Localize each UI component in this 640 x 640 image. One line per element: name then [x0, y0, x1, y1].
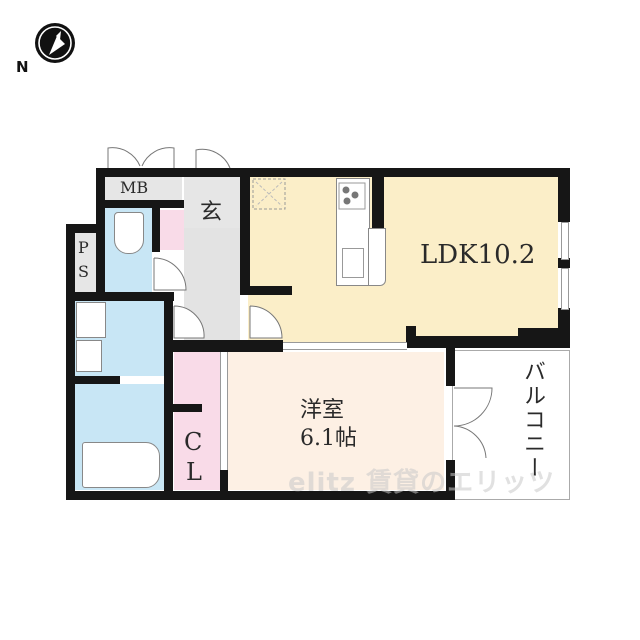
toilet-door-swing[interactable] — [152, 256, 188, 291]
wall — [66, 491, 454, 500]
ps-label-s: S — [78, 262, 89, 281]
closet-label-l: L — [186, 458, 202, 486]
kitchen-counter-side — [368, 228, 386, 286]
wall — [518, 328, 568, 336]
closet-sliding-door[interactable] — [220, 352, 228, 470]
compass-north-arrow-icon — [35, 23, 75, 63]
wall — [172, 404, 202, 412]
wall — [240, 286, 292, 295]
toilet-fixture — [114, 212, 144, 254]
closet-label-c: C — [184, 428, 203, 456]
genkan-entrance — [184, 176, 240, 228]
ldk-room — [248, 176, 558, 344]
wall — [66, 224, 75, 500]
balcony — [452, 350, 570, 500]
stove-icon — [338, 182, 366, 210]
mb-closet — [104, 176, 182, 200]
ldk-window-1 — [561, 222, 569, 260]
ps-label-p: P — [78, 238, 89, 257]
wall — [220, 470, 228, 500]
kitchen-sink — [342, 248, 364, 278]
entrance-door-swing[interactable] — [106, 136, 176, 168]
closet — [174, 352, 220, 490]
wall — [66, 224, 104, 233]
ldk-door-swing[interactable] — [248, 304, 284, 340]
shoe-storage — [160, 210, 184, 250]
balcony-label: バルコニー — [520, 360, 545, 480]
genkan-label: 玄 — [200, 200, 223, 225]
wall — [406, 336, 568, 348]
western-room — [226, 352, 444, 490]
wall — [372, 176, 384, 228]
wall — [66, 376, 120, 384]
wall — [164, 300, 173, 500]
north-label: N — [16, 58, 29, 76]
ps-pipe-space — [74, 232, 96, 294]
wall — [96, 168, 570, 177]
balcony-door-swing[interactable] — [452, 386, 494, 460]
front-door-swing[interactable] — [194, 136, 234, 169]
washer-pan — [76, 302, 106, 338]
wall — [96, 200, 184, 208]
refrigerator-space-icon — [252, 178, 286, 210]
watermark: elitz 賃貸のエリッツ — [288, 468, 556, 498]
wash-basin — [76, 340, 102, 372]
ldk-sliding-door[interactable] — [283, 342, 407, 350]
wall — [240, 168, 250, 286]
wall — [66, 292, 174, 301]
wall — [558, 258, 570, 268]
western-room-size: 6.1帖 — [300, 426, 357, 451]
wall — [406, 326, 416, 340]
washroom-door-swing[interactable] — [172, 304, 206, 339]
ldk-label: LDK10.2 — [420, 240, 536, 270]
western-room-label: 洋室 — [300, 398, 345, 423]
wall — [558, 168, 570, 222]
wall — [446, 346, 455, 386]
mb-label: MB — [120, 178, 149, 197]
wall — [446, 460, 455, 500]
wall — [173, 340, 283, 352]
ldk-window-2 — [561, 268, 569, 310]
wall — [152, 208, 160, 252]
bathtub — [82, 442, 160, 488]
